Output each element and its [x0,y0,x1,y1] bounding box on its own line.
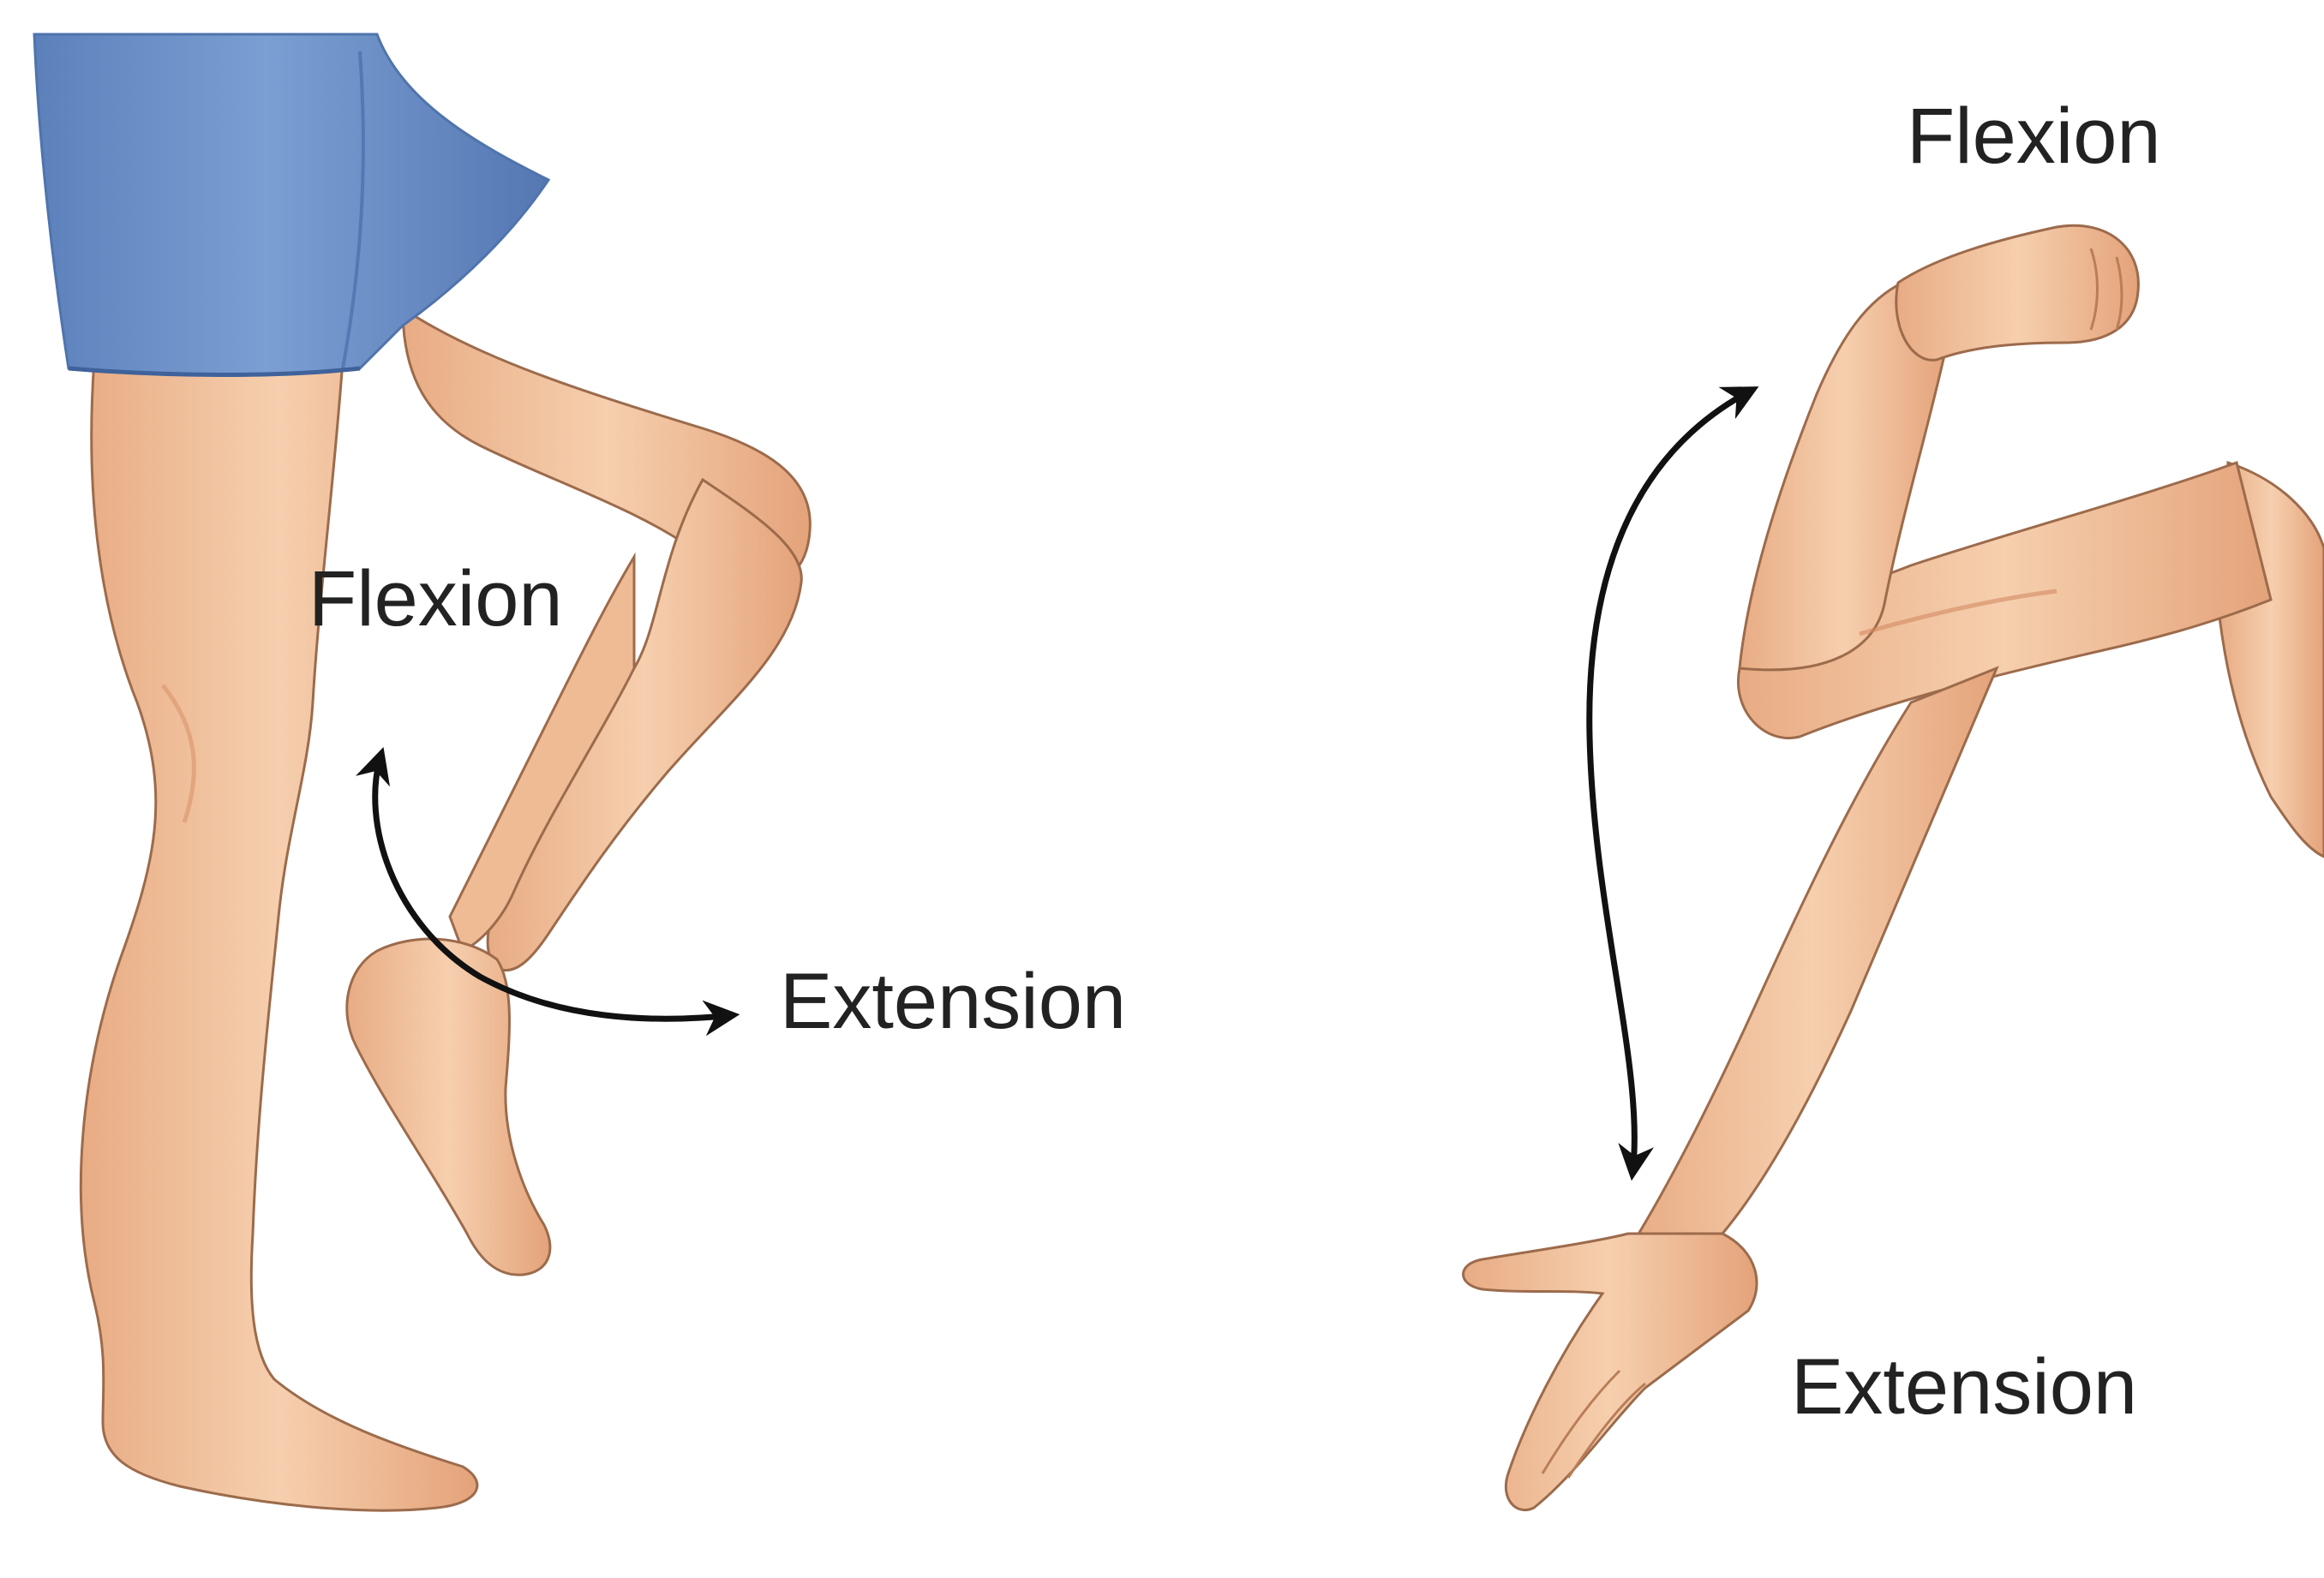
shorts-hem [68,366,361,377]
standing-knee-shade [161,684,196,823]
arm-illustration: Flexion Extension [1462,93,2324,1512]
arm-extension-label: Extension [1791,1343,2137,1431]
fist-knuckles [2089,248,2123,331]
arm-flexion-label: Flexion [1907,93,2161,180]
finger-lines [1541,1369,1646,1479]
leg-illustration: Flexion Extension [33,33,1126,1512]
fist [1895,224,2140,362]
arm-flexion-extension-arrow [1586,386,1759,1181]
elbow-crease [1859,589,2057,637]
shorts-crease [341,51,365,369]
leg-flexion-label: Flexion [308,555,563,643]
open-hand [1462,1232,1758,1512]
leg-extension-label: Extension [780,958,1126,1045]
leg-flexion-extension-arrow [355,746,740,1037]
standing-leg [79,358,479,1512]
